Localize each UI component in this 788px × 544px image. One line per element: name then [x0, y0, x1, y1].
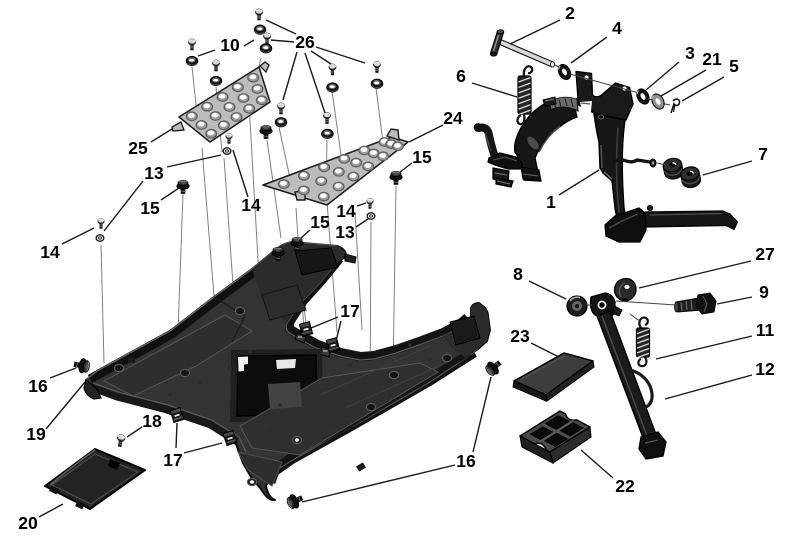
svg-text:21: 21	[702, 49, 722, 69]
svg-text:22: 22	[615, 476, 635, 496]
svg-text:24: 24	[443, 108, 463, 128]
svg-text:17: 17	[340, 301, 359, 321]
svg-text:23: 23	[510, 326, 530, 346]
svg-text:11: 11	[756, 320, 775, 340]
svg-text:13: 13	[144, 163, 164, 183]
svg-text:25: 25	[128, 138, 148, 158]
svg-text:1: 1	[546, 192, 556, 212]
svg-text:14: 14	[40, 242, 60, 262]
svg-text:12: 12	[755, 359, 775, 379]
svg-text:15: 15	[140, 198, 160, 218]
svg-text:10: 10	[220, 35, 240, 55]
svg-text:16: 16	[28, 376, 48, 396]
svg-text:19: 19	[26, 424, 46, 444]
svg-text:27: 27	[755, 244, 774, 264]
svg-text:18: 18	[142, 411, 162, 431]
svg-text:6: 6	[456, 66, 466, 86]
svg-text:14: 14	[241, 195, 261, 215]
svg-text:15: 15	[412, 147, 432, 167]
svg-text:14: 14	[336, 201, 356, 221]
svg-text:4: 4	[612, 18, 622, 38]
svg-text:16: 16	[456, 451, 476, 471]
svg-text:9: 9	[759, 282, 769, 302]
svg-text:8: 8	[513, 264, 523, 284]
svg-text:20: 20	[18, 513, 38, 533]
svg-text:5: 5	[729, 56, 739, 76]
svg-text:3: 3	[685, 43, 695, 63]
svg-text:17: 17	[163, 450, 182, 470]
svg-text:26: 26	[295, 32, 315, 52]
svg-text:13: 13	[335, 222, 355, 242]
svg-text:7: 7	[758, 144, 768, 164]
svg-text:2: 2	[565, 3, 575, 23]
svg-text:15: 15	[310, 212, 330, 232]
